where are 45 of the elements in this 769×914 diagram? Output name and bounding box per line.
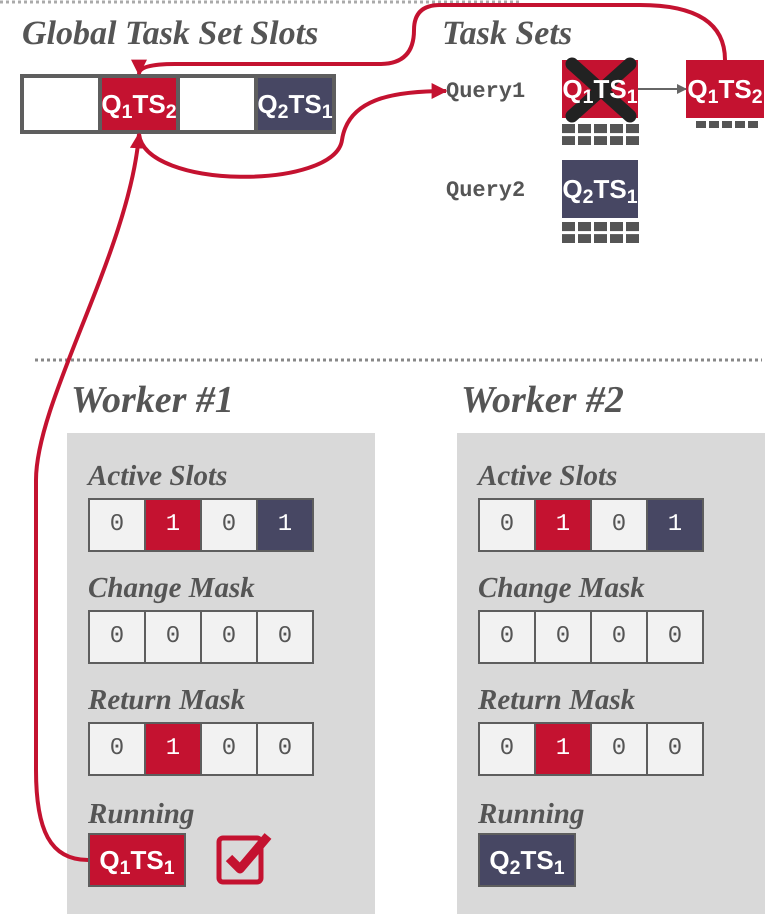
bit-cell: 1: [646, 498, 704, 552]
section-heading: Global Task Set Slots: [22, 14, 318, 54]
bit-cell: 0: [200, 722, 258, 776]
panel-heading: Worker #1: [71, 378, 234, 423]
bit-cell: 1: [534, 498, 592, 552]
section-title: Active Slots: [478, 459, 618, 494]
section-title: Running: [478, 797, 584, 832]
bit-cell: 0: [590, 610, 648, 664]
bit-cell: 1: [144, 722, 202, 776]
bit-cell: 0: [144, 610, 202, 664]
bit-cell: 0: [478, 722, 536, 776]
bit-cell: 0: [534, 610, 592, 664]
section-title: Change Mask: [478, 571, 645, 606]
task-set-box: Q$_{2}$TS$_{1}$: [478, 833, 576, 887]
bit-cell: 1: [256, 498, 314, 552]
section-title: Return Mask: [478, 683, 636, 718]
query-label: Query2: [446, 177, 526, 205]
bit-cell: 0: [88, 498, 146, 552]
query-label: Query1: [446, 76, 542, 106]
bit-cell: 0: [478, 610, 536, 664]
bit-cell: 1: [534, 722, 592, 776]
section-title: Change Mask: [88, 571, 255, 606]
bit-cell: 0: [590, 498, 648, 552]
task-set-box: Q$_{1}$TS$_{1}$: [88, 833, 186, 887]
arrow: [638, 84, 687, 94]
arrow: [133, 3, 727, 76]
section-heading: Task Sets: [442, 14, 572, 54]
bit-cell: 0: [200, 498, 258, 552]
bit-cell: 0: [256, 610, 314, 664]
bit-cell: 0: [478, 498, 536, 552]
bit-cell: 0: [88, 610, 146, 664]
arrow: [34, 132, 146, 862]
section-title: Running: [88, 797, 194, 832]
bit-cell: 1: [144, 498, 202, 552]
panel-heading: Worker #2: [461, 378, 624, 423]
bit-cell: 0: [88, 722, 146, 776]
bit-cell: 0: [646, 722, 704, 776]
bit-cell: 0: [256, 722, 314, 776]
section-title: Return Mask: [88, 683, 246, 718]
task-set-box: Q$_{1}$TS$_{2}$: [686, 60, 764, 118]
bit-cell: 0: [200, 610, 258, 664]
bit-cell: 0: [590, 722, 648, 776]
task-set-box: Q$_{2}$TS$_{1}$: [562, 160, 638, 218]
section-title: Active Slots: [88, 459, 228, 494]
bit-cell: 0: [646, 610, 704, 664]
